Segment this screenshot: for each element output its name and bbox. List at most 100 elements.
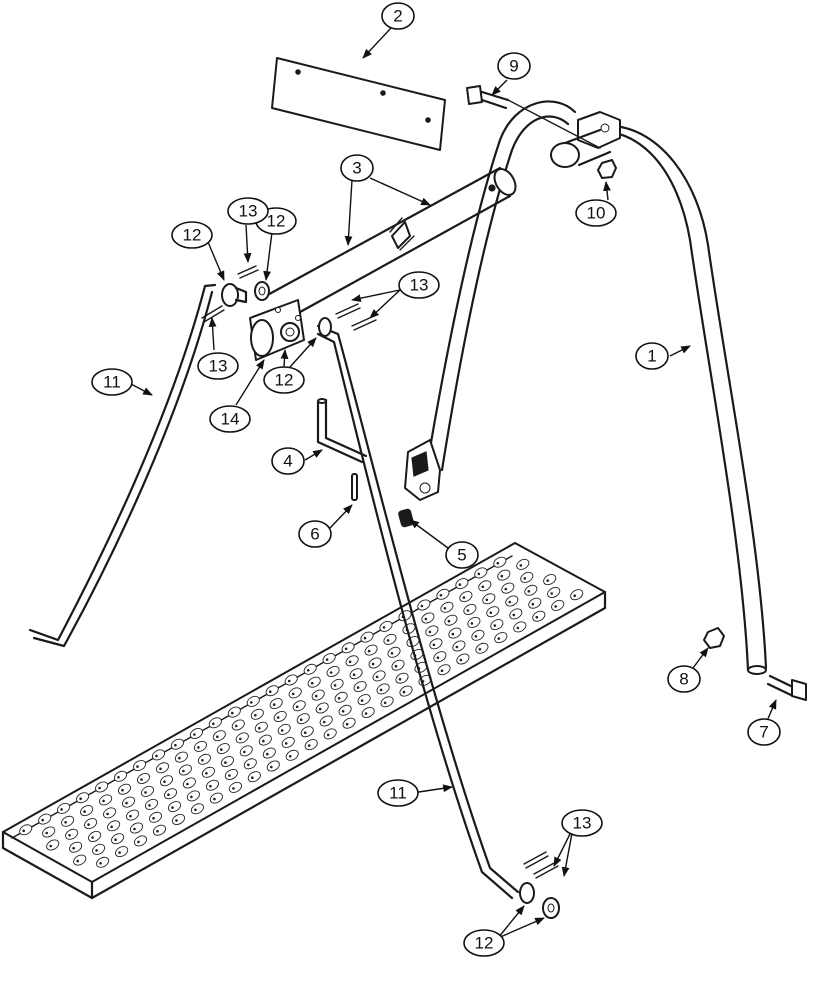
- perforation-dimple: [466, 609, 470, 612]
- svg-text:4: 4: [283, 452, 292, 471]
- perforation-dimple: [451, 632, 455, 636]
- callout-14: 14: [209, 405, 251, 433]
- perforation-hole: [516, 558, 530, 570]
- perforation-hole: [140, 785, 155, 797]
- perforation-dimple: [424, 617, 428, 621]
- perforation-hole: [429, 638, 443, 650]
- perforation-hole: [277, 723, 291, 735]
- perforation-dimple: [268, 690, 272, 693]
- perforation-hole: [246, 695, 260, 707]
- callout-13-a: 13: [227, 197, 269, 225]
- perforation-hole: [387, 646, 401, 658]
- perforation-dimple: [110, 825, 113, 829]
- perforation-dimple: [22, 829, 26, 833]
- callout-2: 2: [381, 2, 415, 30]
- perforation-hole: [493, 556, 507, 568]
- perforation-dimple: [87, 823, 90, 826]
- perforation-dimple: [156, 829, 159, 833]
- perforation-hole: [475, 642, 489, 654]
- perforation-hole: [247, 771, 261, 783]
- perforation-hole: [353, 681, 367, 693]
- perforation-hole: [107, 820, 121, 832]
- perforation-hole: [497, 569, 511, 581]
- perforation-dimple: [337, 697, 341, 700]
- perforation-hole: [144, 798, 159, 810]
- perforation-dimple: [306, 669, 310, 672]
- perforation-hole: [360, 631, 374, 643]
- perforation-hole: [319, 715, 333, 727]
- perforation-dimple: [516, 626, 520, 630]
- perforation-hole: [189, 728, 203, 739]
- perforation-hole: [129, 822, 144, 834]
- perforation-dimple: [531, 602, 535, 606]
- perforation-hole: [292, 700, 306, 712]
- rod-part-11-left: [28, 283, 217, 648]
- perforation-dimple: [554, 605, 557, 608]
- perforation-dimple: [344, 647, 348, 651]
- perforation-dimple: [303, 731, 307, 734]
- perforation-dimple: [64, 821, 67, 824]
- perforation-dimple: [197, 746, 200, 749]
- perforation-dimple: [325, 658, 329, 661]
- perforation-hole: [96, 856, 110, 868]
- perforation-hole: [486, 606, 500, 618]
- perforation-dimple: [276, 716, 280, 719]
- perforation-hole: [425, 625, 439, 637]
- perforation-dimple: [379, 688, 383, 692]
- perforation-dimple: [72, 846, 75, 850]
- perforation-dimple: [322, 720, 326, 724]
- perforation-hole: [300, 726, 314, 738]
- perforation-hole: [372, 670, 386, 682]
- perforation-dimple: [213, 797, 216, 801]
- perforation-hole: [368, 657, 382, 669]
- perforation-hole: [303, 663, 317, 675]
- svg-text:11: 11: [389, 784, 407, 803]
- perforation-hole: [444, 614, 458, 626]
- perforation-hole: [235, 732, 249, 744]
- perforation-dimple: [496, 561, 500, 565]
- perforation-hole: [171, 814, 186, 825]
- perforation-dimple: [485, 598, 489, 602]
- perforation-hole: [178, 764, 192, 776]
- perforation-dimple: [175, 819, 178, 822]
- perforation-dimple: [216, 735, 219, 738]
- perforation-dimple: [420, 604, 424, 608]
- perforation-hole: [186, 790, 200, 802]
- perforation-dimple: [375, 675, 379, 679]
- perforation-hole: [379, 620, 393, 632]
- perforation-dimple: [333, 684, 337, 687]
- perforation-hole: [296, 713, 310, 725]
- perforation-hole: [361, 707, 375, 718]
- perforation-dimple: [440, 669, 444, 672]
- washer-12d: [519, 882, 560, 919]
- svg-text:6: 6: [310, 525, 319, 544]
- perforation-hole: [273, 711, 287, 722]
- perforation-dimple: [439, 594, 443, 597]
- perforation-hole: [73, 854, 87, 866]
- perforation-dimple: [99, 862, 102, 865]
- perforation-hole: [417, 599, 431, 611]
- perforation-hole: [136, 773, 151, 784]
- perforation-dimple: [60, 808, 63, 811]
- callout-3: 3: [340, 154, 374, 182]
- perforation-hole: [456, 653, 470, 665]
- perforation-dimple: [186, 782, 189, 786]
- perforation-hole: [383, 633, 397, 645]
- perforation-dimple: [118, 851, 121, 854]
- perforation-hole: [228, 781, 242, 793]
- callout-6: 6: [298, 520, 332, 548]
- perforation-hole: [326, 666, 340, 677]
- callout-13-d: 13: [561, 809, 603, 837]
- perforation-hole: [467, 616, 481, 628]
- perforation-dimple: [262, 739, 265, 743]
- perforation-dimple: [232, 787, 235, 790]
- callouts: 1 2 3 4 5 6 7 8: [91, 2, 781, 957]
- perforation-dimple: [356, 686, 360, 689]
- perforation-dimple: [390, 652, 394, 655]
- perforation-dimple: [447, 619, 451, 623]
- svg-text:13: 13: [410, 276, 429, 295]
- perforation-dimple: [163, 780, 166, 783]
- callout-11-right: 11: [377, 779, 419, 807]
- perforation-hole: [205, 779, 219, 791]
- perforation-dimple: [133, 827, 136, 831]
